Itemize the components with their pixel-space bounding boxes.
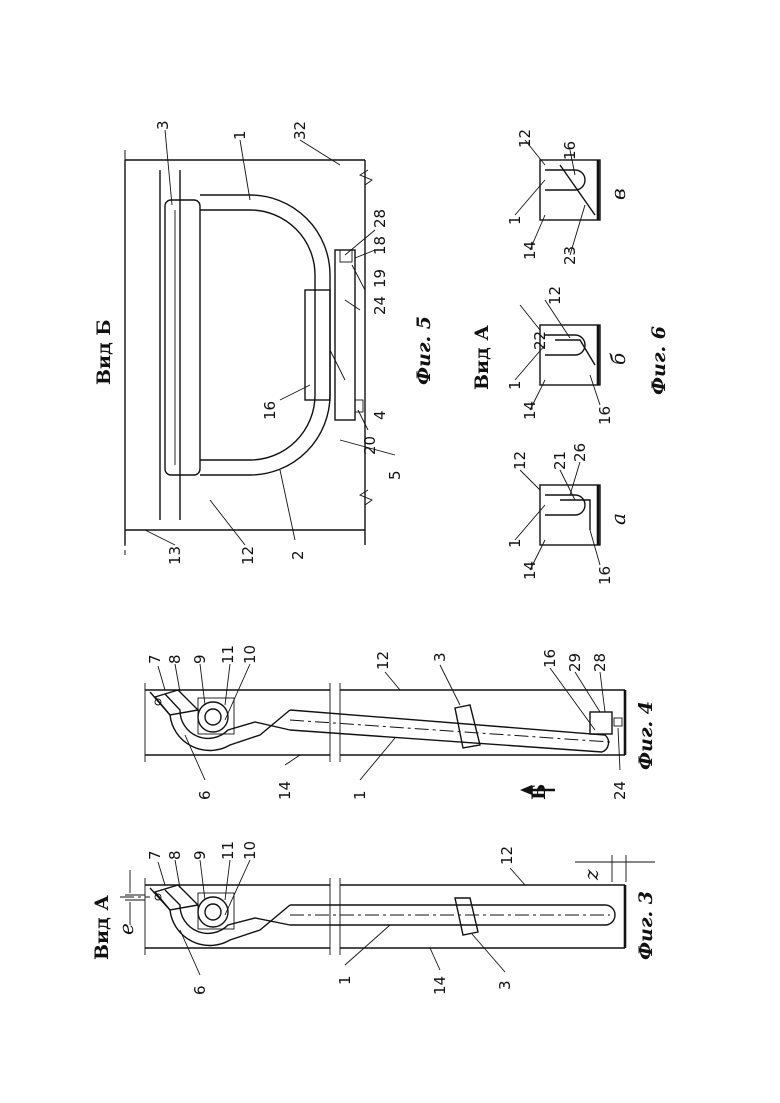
- fig4-ref-1: 1: [351, 790, 369, 800]
- fig6v-ref-14: 14: [521, 241, 539, 260]
- dim-e-label: e: [114, 923, 138, 935]
- subfig-b-label: б: [606, 352, 630, 365]
- fig4-ref-14: 14: [276, 781, 294, 800]
- fig6b-ref-22: 22: [531, 331, 549, 350]
- subfig-v-label: в: [606, 188, 630, 200]
- fig6v-ref-12: 12: [516, 129, 534, 148]
- fig5-ref-3: 3: [154, 120, 172, 130]
- figure-4: [145, 664, 625, 795]
- fig4-ref-12: 12: [374, 651, 392, 670]
- fig4-ref-16: 16: [541, 649, 559, 668]
- fig5-ref-16: 16: [261, 401, 279, 420]
- rotated-text-layer: Вид А Вид Б Вид А Б Фиг. 3 Фиг. 4 Фиг. 5…: [91, 120, 670, 995]
- view-a-top-title: Вид А: [91, 895, 113, 960]
- fig3-ref-8: 8: [166, 850, 184, 860]
- fig3-ref-1: 1: [336, 975, 354, 985]
- fig4-ref-28: 28: [591, 653, 609, 672]
- view-b-title: Вид Б: [93, 319, 115, 385]
- fig4-ref-11: 11: [219, 645, 237, 664]
- fig5-ref-19: 19: [371, 269, 389, 288]
- fig6v-ref-1: 1: [506, 215, 524, 225]
- view-b-arrow-label: Б: [528, 784, 550, 800]
- fig4-ref-3: 3: [431, 652, 449, 662]
- fig4-ref-10: 10: [241, 645, 259, 664]
- fig5-ref-1: 1: [231, 130, 249, 140]
- fig6v-ref-23: 23: [561, 246, 579, 265]
- subfig-a-label: а: [606, 513, 630, 525]
- fig6a-ref-26: 26: [571, 443, 589, 462]
- fig6a-ref-1: 1: [506, 538, 524, 548]
- fig6a-ref-16: 16: [596, 566, 614, 585]
- fig5-ref-5: 5: [386, 470, 404, 480]
- fig4-ref-9: 9: [191, 654, 209, 664]
- fig3-ref-14: 14: [431, 976, 449, 995]
- fig5-ref-2: 2: [289, 550, 307, 560]
- figure-5: [125, 130, 395, 555]
- figure-3-caption: Фиг. 3: [635, 891, 657, 960]
- figure-4-caption: Фиг. 4: [635, 701, 657, 770]
- fig5-ref-18: 18: [371, 236, 389, 255]
- fig5-ref-28: 28: [371, 209, 389, 228]
- fig3-ref-7: 7: [146, 850, 164, 860]
- fig5-ref-12: 12: [239, 546, 257, 565]
- figure-6b: [515, 300, 600, 410]
- fig5-ref-32: 32: [291, 121, 309, 140]
- fig5-ref-24: 24: [371, 296, 389, 315]
- fig3-ref-11: 11: [219, 841, 237, 860]
- fig4-ref-8: 8: [166, 654, 184, 664]
- fig6v-ref-16: 16: [561, 141, 579, 160]
- fig3-ref-9: 9: [191, 850, 209, 860]
- view-a-mid-title: Вид А: [471, 325, 493, 390]
- fig4-ref-24: 24: [611, 781, 629, 800]
- fig4-ref-6: 6: [196, 790, 214, 800]
- fig4-ref-29: 29: [566, 653, 584, 672]
- fig6a-ref-21: 21: [551, 451, 569, 470]
- fig3-ref-3: 3: [496, 980, 514, 990]
- fig4-ref-7: 7: [146, 654, 164, 664]
- figure-6-caption: Фиг. 6: [648, 326, 670, 395]
- fig6a-ref-14: 14: [521, 561, 539, 580]
- figure-3: [120, 855, 655, 975]
- dim-z-label: z: [579, 869, 603, 881]
- figure-5-caption: Фиг. 5: [413, 316, 435, 385]
- figure-6a: [515, 462, 600, 570]
- fig6b-ref-14: 14: [521, 401, 539, 420]
- fig6b-ref-16: 16: [596, 406, 614, 425]
- fig3-ref-10: 10: [241, 841, 259, 860]
- fig3-ref-6: 6: [191, 985, 209, 995]
- fig6b-ref-12: 12: [546, 286, 564, 305]
- fig5-ref-13: 13: [166, 546, 184, 565]
- figure-6v: [515, 140, 600, 255]
- fig5-ref-4: 4: [371, 410, 389, 420]
- fig5-ref-20: 20: [361, 436, 379, 455]
- fig6b-ref-1: 1: [506, 380, 524, 390]
- fig6a-ref-12: 12: [511, 451, 529, 470]
- fig3-ref-12: 12: [498, 846, 516, 865]
